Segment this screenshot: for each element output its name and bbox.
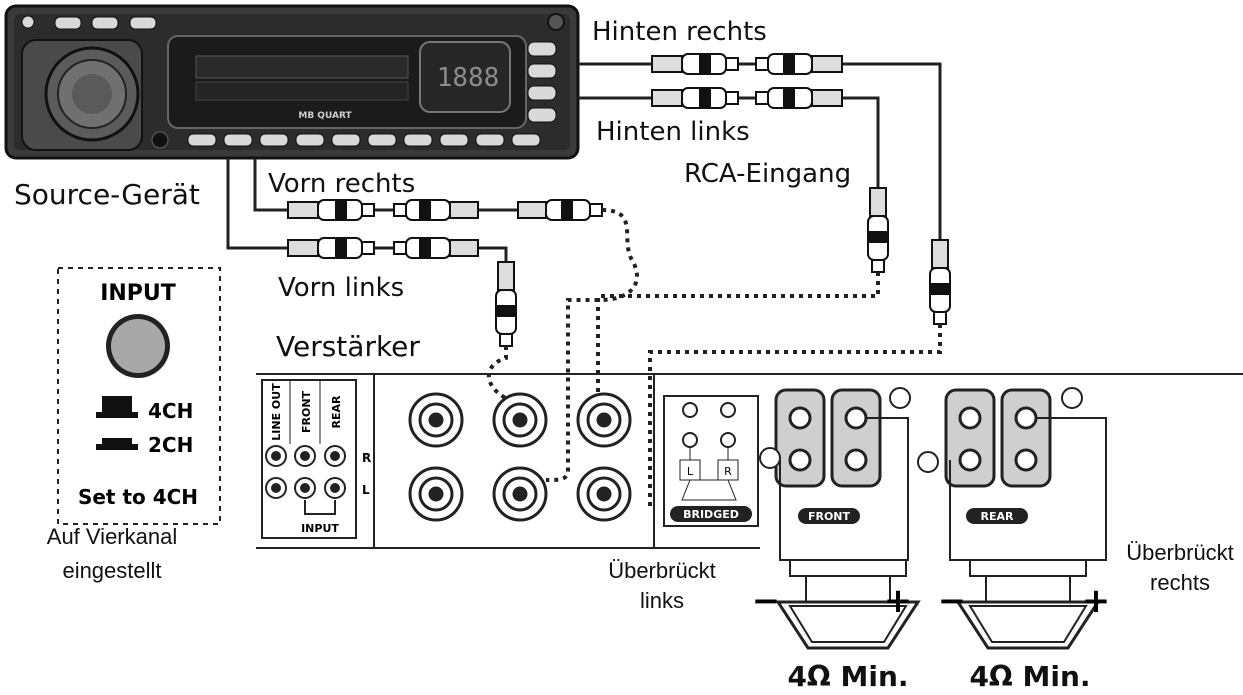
rca-plug-vertical-rear-right: [929, 239, 951, 325]
label-front-right: Vorn rechts: [268, 169, 415, 199]
rca-jack: [492, 392, 548, 448]
rear-input-label: REAR: [330, 395, 343, 428]
label-front-left: Vorn links: [278, 273, 404, 303]
input-block-label: INPUT: [301, 522, 339, 535]
preset-buttons: [187, 133, 541, 147]
label-rca-input: RCA-Eingang: [684, 159, 851, 189]
label-amplifier: Verstärker: [276, 330, 420, 363]
rca-plug-vertical-front-left: [495, 261, 517, 347]
label-rear-left: Hinten links: [596, 117, 750, 147]
rca-jack: [408, 392, 464, 448]
input-switch-button: [111, 319, 165, 373]
rca-plug-front-left-in: [393, 237, 479, 259]
switch-2ch-label: 2CH: [148, 433, 193, 457]
rca-plug-rear-right-out: [651, 53, 739, 75]
bridged-indicator: L R BRIDGED: [663, 395, 759, 527]
bridged-small-l: L: [687, 465, 694, 478]
rear-speaker-terminals: REAR: [917, 387, 1083, 524]
wiring-labels: Hinten rechts Hinten links RCA-Eingang S…: [14, 17, 1234, 693]
label-rear-right: Hinten rechts: [592, 17, 767, 47]
speaker-right-minus: −: [938, 581, 967, 621]
front-badge: FRONT: [808, 510, 851, 523]
display-panel: 1888 MB QUART: [167, 35, 527, 129]
speaker-wires: [779, 417, 1107, 561]
dotted-connections: [486, 208, 942, 508]
rca-plug-rear-right-in: [755, 53, 843, 75]
bridged-badge: BRIDGED: [683, 508, 739, 521]
switch-4ch-icon: [96, 396, 138, 418]
line-out-input-block: LINE OUT FRONT REAR R L INPUT: [261, 379, 371, 539]
speaker-left: − +: [752, 559, 921, 650]
head-unit-side-buttons: [527, 41, 557, 123]
rca-plug-vertical-rear-left: [867, 187, 889, 273]
rca-plug-rear-left-in: [755, 87, 843, 109]
speaker-right-plus: +: [1082, 581, 1111, 621]
label-source-device: Source-Gerät: [14, 178, 200, 211]
input-switch-title: INPUT: [100, 281, 176, 306]
input-switch-box: INPUT 4CH 2CH Set to 4CH: [57, 267, 221, 525]
front-input-label: FRONT: [300, 390, 313, 433]
rear-badge: REAR: [981, 510, 1014, 523]
rca-plug-front-right-extension: [517, 199, 603, 221]
switch-4ch-label: 4CH: [148, 399, 193, 423]
amplifier-panel: LINE OUT FRONT REAR R L INPUT: [256, 373, 1243, 549]
display-digits: 1888: [437, 63, 500, 93]
brand-logo: MB QUART: [298, 111, 352, 121]
head-unit: 1888 MB QUART: [4, 4, 580, 160]
label-min-impedance-1: 4Ω Min.: [787, 660, 908, 693]
rca-plugs: [287, 53, 951, 347]
front-speaker-terminals: FRONT: [759, 387, 911, 524]
switch-setting-label: Set to 4CH: [78, 485, 198, 509]
speaker-left-minus: −: [752, 581, 781, 621]
rca-plug-front-left-out: [287, 237, 375, 259]
small-jacks: [265, 445, 346, 499]
label-min-impedance-2: 4Ω Min.: [969, 660, 1090, 693]
rca-jack: [492, 466, 548, 522]
line-out-label: LINE OUT: [270, 383, 283, 441]
channel-l-label: L: [362, 483, 370, 497]
rca-jack: [408, 466, 464, 522]
speaker-left-plus: +: [884, 581, 913, 621]
bridged-small-r: R: [724, 465, 732, 478]
channel-r-label: R: [362, 451, 371, 465]
rca-wires-solid: [226, 62, 942, 262]
speaker-right: − +: [938, 559, 1111, 650]
rca-jack: [576, 392, 632, 448]
switch-2ch-icon: [96, 438, 138, 450]
head-unit-top-buttons: [54, 16, 157, 30]
rca-plug-front-right-in: [393, 199, 479, 221]
amplifier-rca-jacks: [408, 392, 632, 522]
rca-plug-front-right-out: [287, 199, 375, 221]
rca-jack: [576, 466, 632, 522]
rca-plug-rear-left-out: [651, 87, 739, 109]
volume-knob: [21, 39, 143, 151]
